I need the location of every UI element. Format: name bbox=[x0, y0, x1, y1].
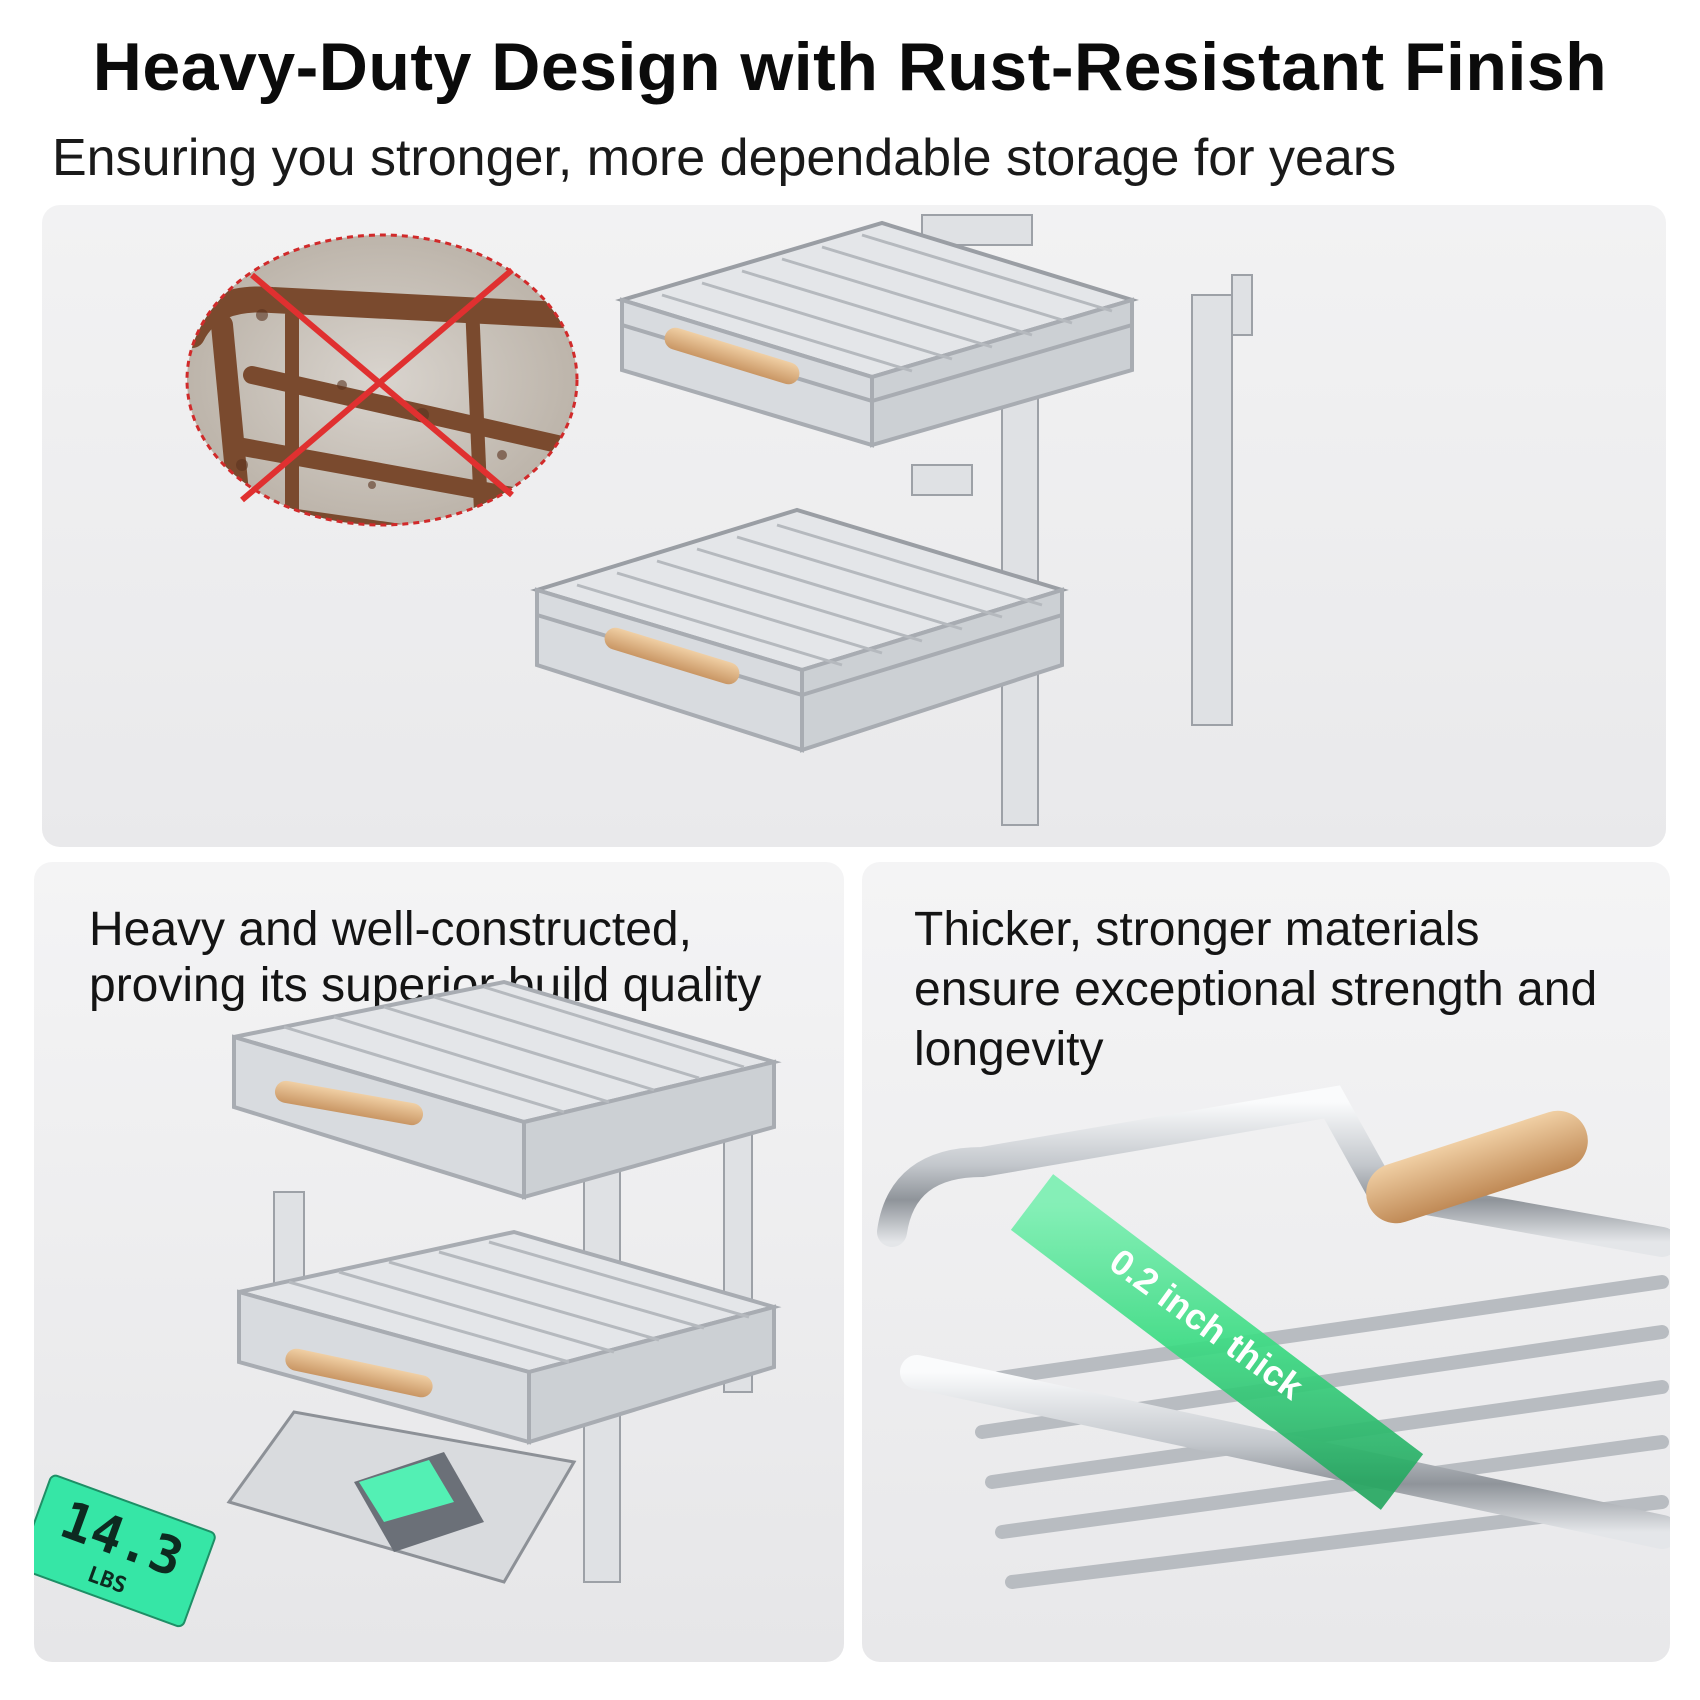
upper-wood-handle bbox=[664, 327, 800, 385]
page-subtitle: Ensuring you stronger, more dependable s… bbox=[52, 129, 1397, 187]
digital-scale-icon bbox=[226, 1410, 577, 1584]
no-rust-icon bbox=[185, 233, 579, 527]
wire-closeup-illustration: 0.2 inch thick bbox=[877, 1085, 1670, 1589]
hero-panel bbox=[42, 205, 1666, 847]
lower-wood-handle bbox=[604, 627, 740, 685]
weight-panel: Heavy and well-constructed, proving its … bbox=[34, 862, 844, 1662]
thick-rail bbox=[900, 1355, 1670, 1549]
wood-handle bbox=[1366, 1110, 1588, 1224]
thickness-highlight bbox=[1010, 1174, 1424, 1510]
material-caption: Thicker, stronger materials ensure excep… bbox=[914, 903, 1598, 1076]
lower-wood-handle bbox=[285, 1348, 433, 1398]
material-panel: Thicker, stronger materials ensure excep… bbox=[862, 862, 1670, 1662]
top-rail bbox=[877, 1085, 1670, 1257]
lower-basket bbox=[530, 507, 1069, 753]
weight-caption: Heavy and well-constructed, proving its … bbox=[89, 903, 762, 1012]
scale-readout: 14.3 LBS bbox=[34, 1474, 216, 1628]
rack-on-scale-illustration: 14.3 LBS bbox=[34, 979, 782, 1628]
two-tier-rack-illustration bbox=[185, 214, 1253, 826]
page-title: Heavy-Duty Design with Rust-Resistant Fi… bbox=[92, 29, 1608, 105]
upper-wood-handle bbox=[274, 1080, 424, 1126]
upper-basket bbox=[615, 220, 1139, 448]
basket-uprights bbox=[921, 1181, 1343, 1513]
lower-basket bbox=[237, 1229, 782, 1445]
thickness-label: 0.2 inch thick bbox=[1102, 1240, 1311, 1408]
